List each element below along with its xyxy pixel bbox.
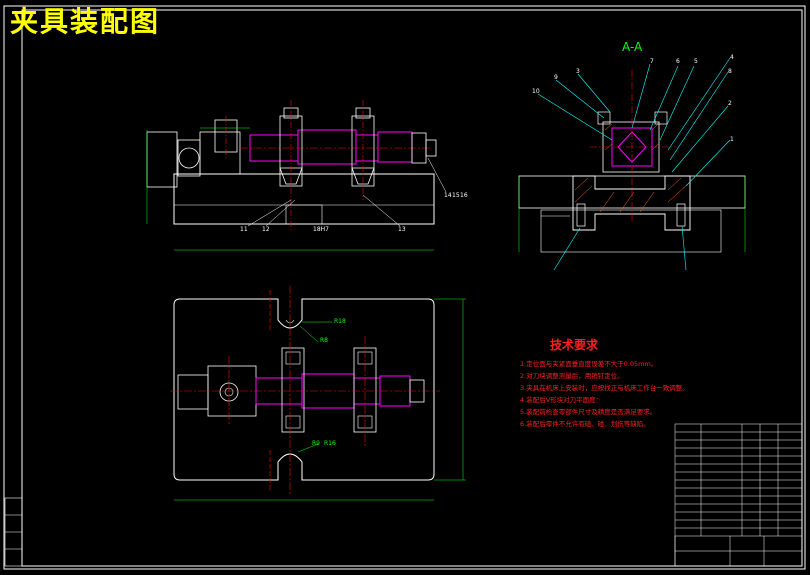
- balloon-13: 13: [398, 226, 406, 233]
- dim-r16: R16: [324, 440, 336, 447]
- balloon-15: 15: [452, 192, 460, 199]
- balloon-9: 9: [554, 74, 558, 81]
- requirement-4: 4.装配后V形块对刀平面度：: [520, 396, 603, 404]
- balloon-1: 1: [730, 136, 734, 143]
- balloon-6: 6: [676, 58, 680, 65]
- requirement-1: 1.定位面与夹紧面垂直度误差不大于0.05mm。: [520, 360, 658, 368]
- balloon-3: 3: [576, 68, 580, 75]
- balloon-12: 12: [262, 226, 270, 233]
- section-label: A-A: [622, 40, 643, 54]
- inner-border: [21, 9, 803, 567]
- dim-r18: R18: [334, 318, 346, 325]
- tech-requirements-heading: 技术要求: [550, 338, 599, 352]
- requirement-2: 2.对刀块调整测量后，用销钉定位。: [520, 372, 624, 380]
- title-block: [674, 423, 803, 567]
- requirement-3: 3.夹具在机床上安装时，应按找正与机床工作台一致调整。: [520, 384, 689, 392]
- requirement-5: 5.装配前检查零部件尺寸及精度是否满足要求。: [520, 408, 657, 416]
- balloon-14: 14: [444, 192, 452, 199]
- front-view: [146, 100, 447, 251]
- dim-r9: R9: [312, 440, 320, 447]
- balloon-11: 11: [240, 226, 248, 233]
- balloon-10: 10: [532, 88, 540, 95]
- requirement-6: 6.装配后零件不允许有磕、碰、划伤等缺陷。: [520, 420, 650, 428]
- dim-r8: R8: [320, 337, 328, 344]
- balloon-2: 2: [728, 100, 732, 107]
- dim-18h7: 18H7: [313, 226, 329, 233]
- balloon-7: 7: [650, 58, 654, 65]
- balloon-4: 4: [730, 54, 734, 61]
- drawing-title: 夹具装配图: [10, 5, 161, 38]
- plan-view: [170, 286, 466, 501]
- balloon-16: 16: [460, 192, 468, 199]
- balloon-5: 5: [694, 58, 698, 65]
- section-view: [518, 57, 746, 271]
- balloon-8: 8: [728, 68, 732, 75]
- outer-border: [3, 5, 806, 570]
